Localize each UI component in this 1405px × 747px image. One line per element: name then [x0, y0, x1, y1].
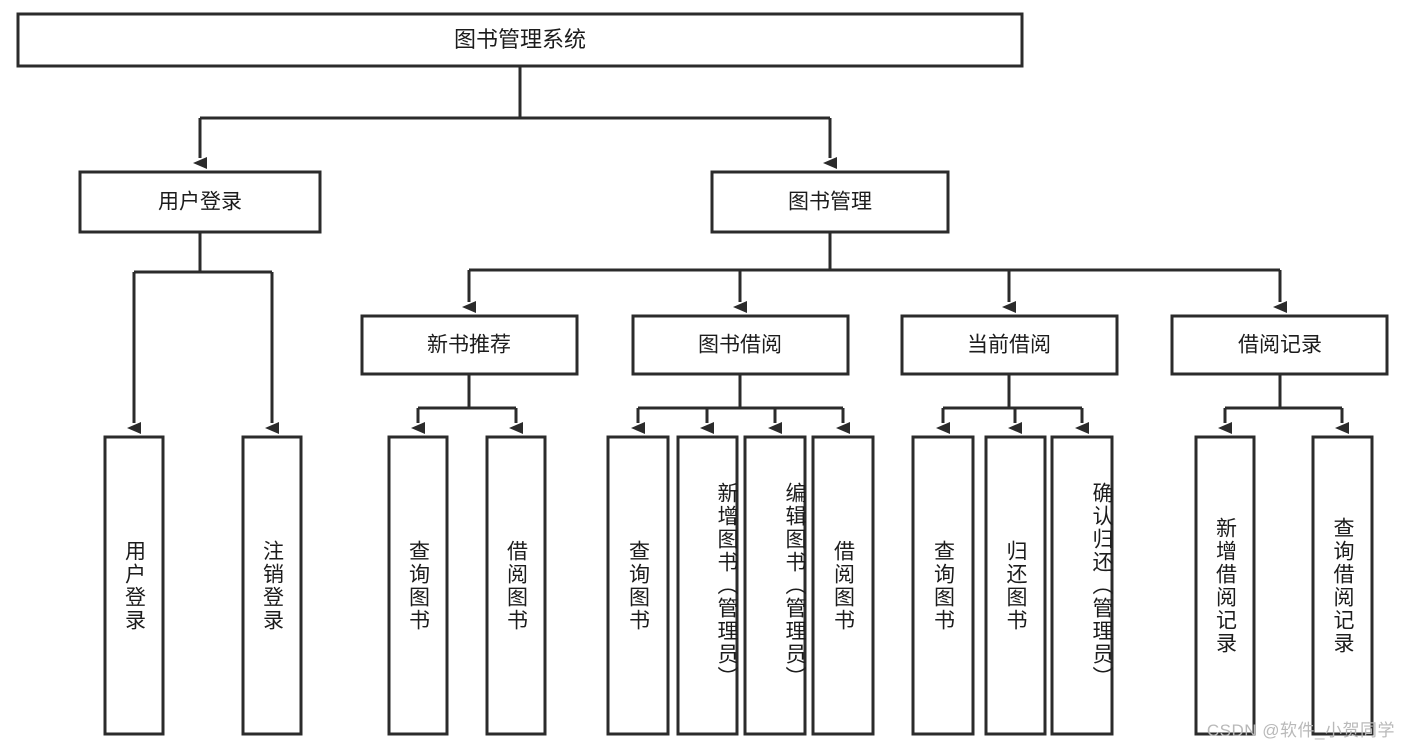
- watermark-text: CSDN @软件_小贺同学: [1206, 721, 1395, 740]
- node-new-book-recommend-box: [360, 314, 579, 376]
- node-leaf-query-books-recommend-box[interactable]: [387, 435, 449, 736]
- node-user-login-box: [78, 170, 322, 234]
- node-book-management-label: 图书管理: [788, 191, 872, 214]
- node-leaf-logout-box[interactable]: [241, 435, 303, 736]
- node-leaf-borrow-book-box[interactable]: [811, 435, 875, 736]
- node-root-label: 图书管理系统: [454, 27, 586, 52]
- node-book-borrow-box: [631, 314, 850, 376]
- node-current-borrow-box: [900, 314, 1119, 376]
- node-leaf-confirm-return-admin-box[interactable]: [1050, 435, 1114, 736]
- node-new-book-recommend-label: 新书推荐: [427, 334, 511, 357]
- node-borrow-records-box: [1170, 314, 1389, 376]
- connector-group-book-management: [462, 232, 1287, 313]
- node-leaf-add-book-admin-box[interactable]: [676, 435, 739, 736]
- node-leaf-borrow-books-recommend-box[interactable]: [485, 435, 547, 736]
- connector-group-borrow-records: [1218, 374, 1349, 434]
- node-leaf-query-borrow-record-box[interactable]: [1311, 435, 1374, 736]
- node-leaf-return-book-box[interactable]: [984, 435, 1047, 736]
- node-user-login-label: 用户登录: [158, 191, 242, 214]
- connector-group-new-book-recommend: [411, 374, 523, 434]
- node-leaf-edit-book-admin-box[interactable]: [743, 435, 807, 736]
- node-new-book-recommend[interactable]: 新书推荐: [360, 314, 579, 376]
- connector-group-user-login: [127, 232, 279, 434]
- connector-group-current-borrow: [936, 374, 1089, 434]
- node-root[interactable]: 图书管理系统: [16, 12, 1024, 68]
- node-user-login[interactable]: 用户登录: [78, 170, 322, 234]
- connector-group-book-borrow: [631, 374, 850, 434]
- node-leaf-user-login-box[interactable]: [103, 435, 165, 736]
- node-book-management[interactable]: 图书管理: [710, 170, 950, 234]
- node-leaf-query-books-current-box[interactable]: [911, 435, 975, 736]
- node-current-borrow-label: 当前借阅: [967, 334, 1051, 357]
- node-borrow-records[interactable]: 借阅记录: [1170, 314, 1389, 376]
- node-book-borrow[interactable]: 图书借阅: [631, 314, 850, 376]
- node-borrow-records-label: 借阅记录: [1238, 334, 1322, 357]
- node-root-box: [16, 12, 1024, 68]
- node-leaf-add-borrow-record-box[interactable]: [1194, 435, 1256, 736]
- node-book-borrow-label: 图书借阅: [698, 334, 782, 357]
- node-current-borrow[interactable]: 当前借阅: [900, 314, 1119, 376]
- node-leaf-query-books-borrow-box[interactable]: [606, 435, 670, 736]
- leaf-box-group: [103, 435, 1374, 736]
- connector-group-root: [193, 66, 837, 169]
- node-book-management-box: [710, 170, 950, 234]
